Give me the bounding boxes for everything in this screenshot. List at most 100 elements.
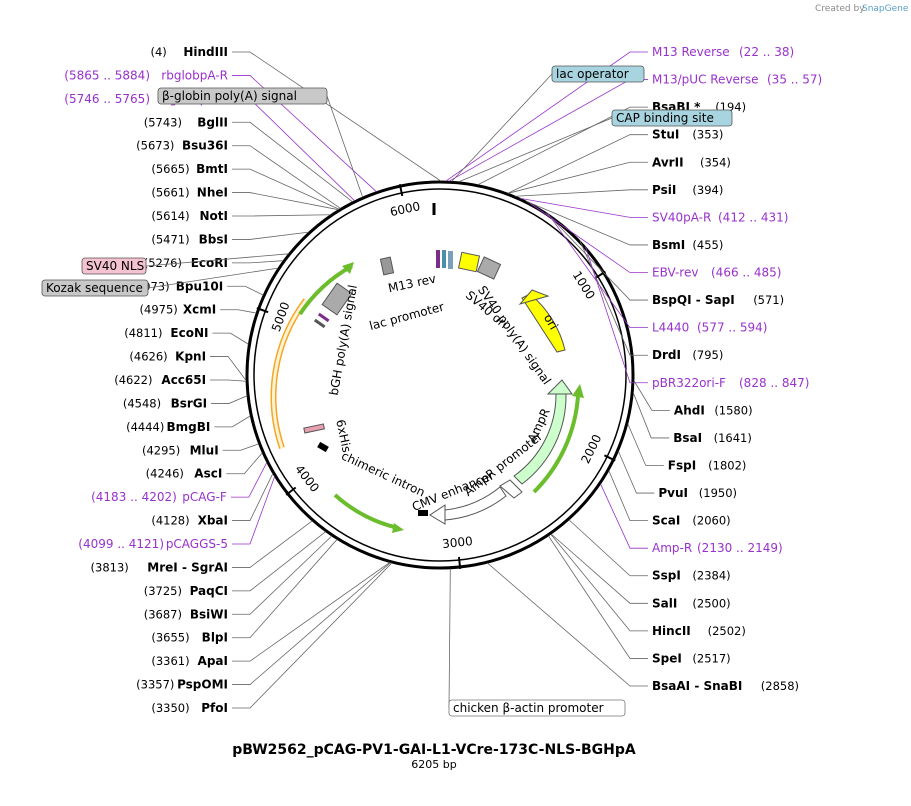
primer-range-l4440: (577 .. 594) (697, 321, 767, 335)
tick-6000 (398, 183, 404, 197)
feature-box-label-chicken-actin-promoter: chicken β-actin promoter (453, 701, 604, 715)
leader-acc65i (210, 379, 247, 382)
enzyme-pos-bsaai-snabi: (2858) (761, 679, 799, 693)
leader-hincii (550, 533, 648, 632)
enzyme-pos-kpni: (4626) (129, 350, 167, 364)
leader-econi (212, 332, 249, 345)
box-leader-kozak-sequence (147, 267, 279, 289)
chimeric-intron-label: chimeric intron (339, 449, 427, 500)
cmv-black (418, 510, 428, 516)
feature-box-chicken-actin-promoter (448, 699, 626, 717)
leader-bsu36i (232, 145, 341, 209)
leader-stui (507, 134, 648, 194)
feature-box-label-kozak-sequence: Kozak sequence (46, 281, 143, 295)
leader-pcaggs-5 (232, 476, 276, 545)
enzyme-pos-xbai: (4128) (151, 514, 189, 528)
enzyme-pos-xcmi: (4975) (140, 303, 178, 317)
enzyme-pos-hindiii: (4) (151, 45, 167, 59)
enzyme-pos-mrei-sgrai: (3813) (91, 560, 129, 574)
leader-xbai (232, 473, 274, 521)
leader-bpu10i (227, 285, 264, 296)
leader-sv40pa-r (520, 197, 648, 218)
cag-promoter-arrow-core (272, 299, 308, 449)
enzyme-bglii: BglII (197, 115, 228, 129)
enzyme-pos-acc65i: (4622) (114, 373, 152, 387)
tick-2000 (603, 454, 616, 462)
feature-box-sv40-nls (81, 257, 147, 275)
feature-box-label-cap-binding-site: CAP binding site (616, 111, 714, 125)
leader-mlui (222, 443, 259, 451)
enzyme-sali: SalI (652, 596, 677, 610)
leader-hindiii (232, 51, 442, 182)
enzyme-bsai: BsaI (673, 431, 702, 445)
leader-m13-reverse (445, 51, 648, 182)
lac-promoter-label: lac promoter (368, 300, 446, 333)
enzyme-bsu36i: Bsu36I (182, 139, 228, 153)
primer-ebv-rev: EBV-rev (652, 266, 698, 280)
enzyme-bspqi-sapi: BspQI - SapI (652, 293, 735, 307)
primer-range-sv40pa-r: (412 .. 431) (718, 210, 788, 224)
green-arc-right-head (572, 384, 584, 398)
leader-pspomi (232, 562, 391, 685)
bgh-polya-box (321, 282, 353, 316)
enzyme-pos-pspomi: (3357) (136, 678, 174, 692)
primer-range-ebv-rev: (466 .. 485) (711, 266, 781, 280)
his-tag-black (317, 441, 329, 453)
enzyme-noti: NotI (200, 209, 229, 223)
enzyme-pvui: PvuI (658, 486, 688, 500)
ori-label: ori (541, 312, 561, 333)
leader-asci (226, 452, 263, 475)
green-arc-right (532, 395, 580, 494)
ampr-promoter-arrow (499, 479, 523, 499)
enzyme-spei: SpeI (652, 651, 682, 665)
feature-box-globin-poly-a-signal (157, 87, 328, 105)
feature-box-label-lac-operator: lac operator (556, 67, 629, 81)
lac-operator-box (442, 250, 446, 268)
leader-lines (210, 51, 670, 709)
backbone-outer (245, 180, 635, 570)
map-title: pBW2562_pCAG-PV1-GAI-L1-VCre-173C-NLS-BG… (232, 742, 636, 758)
leader-sali (550, 533, 648, 604)
enzyme-pos-sspi: (2384) (692, 569, 730, 583)
ori-arrow-head (518, 289, 550, 305)
enzyme-pos-bmti: (5665) (151, 162, 189, 176)
leader-avrii (507, 161, 648, 194)
feature-box-kozak-sequence (41, 279, 149, 297)
enzyme-mlui: MluI (190, 443, 219, 457)
ampr-arrow-head (546, 379, 573, 395)
leader-bmti (232, 168, 340, 210)
feature-box-cap-binding-site (611, 109, 733, 127)
primer-range-amp-r: (2130 .. 2149) (697, 541, 783, 555)
leader-bmgbi (214, 415, 251, 428)
lac-promoter-box (379, 256, 395, 276)
leader-bsrgi (211, 395, 248, 404)
enzyme-pos-paqci: (3725) (144, 584, 182, 598)
enzyme-ecori: EcoRI (191, 256, 228, 270)
enzyme-pos-drdi: (795) (692, 348, 723, 362)
enzyme-pos-noti: (5614) (151, 209, 189, 223)
enzyme-bpu10i: Bpu10I (176, 279, 223, 293)
leader-bspqi-sapi (545, 212, 648, 301)
leader-bsabi (477, 106, 648, 186)
tick-4000 (285, 486, 297, 496)
primer-range-pcag-f: (4183 .. 4202) (91, 490, 177, 504)
enzyme-bsiwi: BsiWI (190, 607, 228, 621)
enzyme-acc65i: Acc65I (161, 373, 206, 387)
primer-range-rbglobpa-r: (5865 .. 5884) (64, 68, 150, 82)
primer-range-bglob-pa-r: (5746 .. 5765) (64, 92, 150, 106)
enzyme-pos-hincii: (2502) (708, 624, 746, 638)
enzyme-hindiii: HindIII (183, 45, 228, 59)
feature-box-lac-operator (551, 65, 645, 83)
leader-nhei (232, 192, 339, 211)
enzyme-xcmi: XcmI (183, 303, 216, 317)
enzyme-pos-avrii: (354) (700, 155, 731, 169)
leader-kpni (210, 356, 247, 381)
leader-paqci (232, 531, 326, 592)
box-leader-lac-operator (451, 73, 553, 182)
box-leader-sv40-nls (145, 253, 289, 267)
enzyme-pos-bsu36i: (5673) (136, 139, 174, 153)
primer-l4440: L4440 (652, 321, 689, 335)
enzyme-xbai: XbaI (198, 514, 228, 528)
sv40-ori-box (457, 251, 481, 273)
